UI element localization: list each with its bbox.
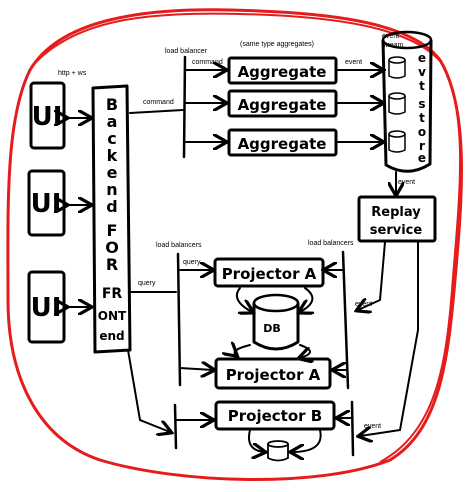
- svg-text:c: c: [107, 129, 116, 148]
- svg-text:FR: FR: [102, 286, 123, 302]
- http-ws-label: http + ws: [58, 70, 87, 77]
- ui-box-1: UI: [29, 81, 66, 150]
- svg-text:s: s: [418, 97, 425, 111]
- aggregate-box-3: Aggregate: [227, 128, 338, 157]
- svg-text:t: t: [419, 111, 425, 125]
- projector-a-box-1: Projector A: [213, 257, 325, 288]
- command-label-left: command: [143, 99, 174, 106]
- svg-text:n: n: [106, 180, 117, 199]
- db-cylinder: DB: [252, 293, 300, 351]
- svg-text:d: d: [106, 197, 117, 216]
- projector-b-db: [267, 440, 289, 462]
- load-balancers-label-right: load balancers: [308, 240, 354, 247]
- svg-text:e: e: [107, 163, 118, 182]
- svg-text:t: t: [419, 79, 425, 93]
- svg-text:Projector A: Projector A: [222, 265, 317, 283]
- svg-text:k: k: [107, 146, 118, 165]
- svg-text:e: e: [418, 151, 426, 165]
- event-label-right: event: [355, 301, 372, 308]
- replay-service-box: Replay service: [357, 195, 437, 243]
- svg-text:DB: DB: [263, 322, 281, 335]
- svg-text:r: r: [419, 139, 425, 153]
- svg-text:event: event: [382, 33, 399, 40]
- svg-text:e: e: [418, 51, 426, 65]
- load-balancers-label-left: load balancers: [156, 242, 202, 249]
- load-balancer-label: load balancer: [165, 48, 208, 55]
- ui-box-3: UI: [27, 270, 66, 344]
- event-label-mid: event: [398, 179, 415, 186]
- svg-text:o: o: [418, 125, 426, 139]
- svg-text:Aggregate: Aggregate: [238, 96, 327, 114]
- svg-text:F: F: [107, 221, 118, 240]
- aggregate-box-1: Aggregate: [227, 56, 338, 85]
- projector-b-box: Projector B: [214, 400, 336, 431]
- svg-text:O: O: [105, 238, 119, 257]
- svg-text:Projector A: Projector A: [226, 366, 321, 384]
- svg-text:UI: UI: [31, 293, 62, 323]
- projector-a-box-2: Projector A: [214, 357, 332, 390]
- svg-text:Aggregate: Aggregate: [238, 135, 327, 153]
- svg-text:Aggregate: Aggregate: [238, 63, 327, 81]
- svg-text:end: end: [99, 329, 124, 343]
- backend-for-frontend-box: B a c k e n d F O R FR ONT end: [91, 84, 132, 354]
- svg-text:v: v: [418, 65, 426, 79]
- command-label-top: command: [192, 59, 223, 66]
- svg-text:B: B: [106, 95, 118, 114]
- query-label-top: query: [183, 259, 201, 266]
- red-outline: [6, 8, 463, 481]
- ui-box-2: UI: [27, 169, 66, 237]
- same-type-label: (same type aggregates): [240, 41, 314, 48]
- event-label-top: event: [345, 59, 362, 66]
- svg-text:R: R: [106, 255, 118, 274]
- svg-text:service: service: [370, 223, 423, 238]
- event-label-bottom: event: [364, 423, 381, 430]
- svg-text:ONT: ONT: [98, 309, 127, 323]
- svg-text:UI: UI: [31, 189, 62, 219]
- svg-text:a: a: [107, 112, 118, 131]
- red-outline-2: [35, 12, 461, 463]
- svg-text:Replay: Replay: [371, 205, 421, 220]
- query-label-left: query: [138, 280, 156, 287]
- event-store-cylinder: event stream e v t s t o r e: [381, 30, 433, 173]
- svg-text:UI: UI: [32, 102, 63, 132]
- svg-text:Projector B: Projector B: [228, 407, 322, 425]
- aggregate-box-2: Aggregate: [227, 89, 338, 118]
